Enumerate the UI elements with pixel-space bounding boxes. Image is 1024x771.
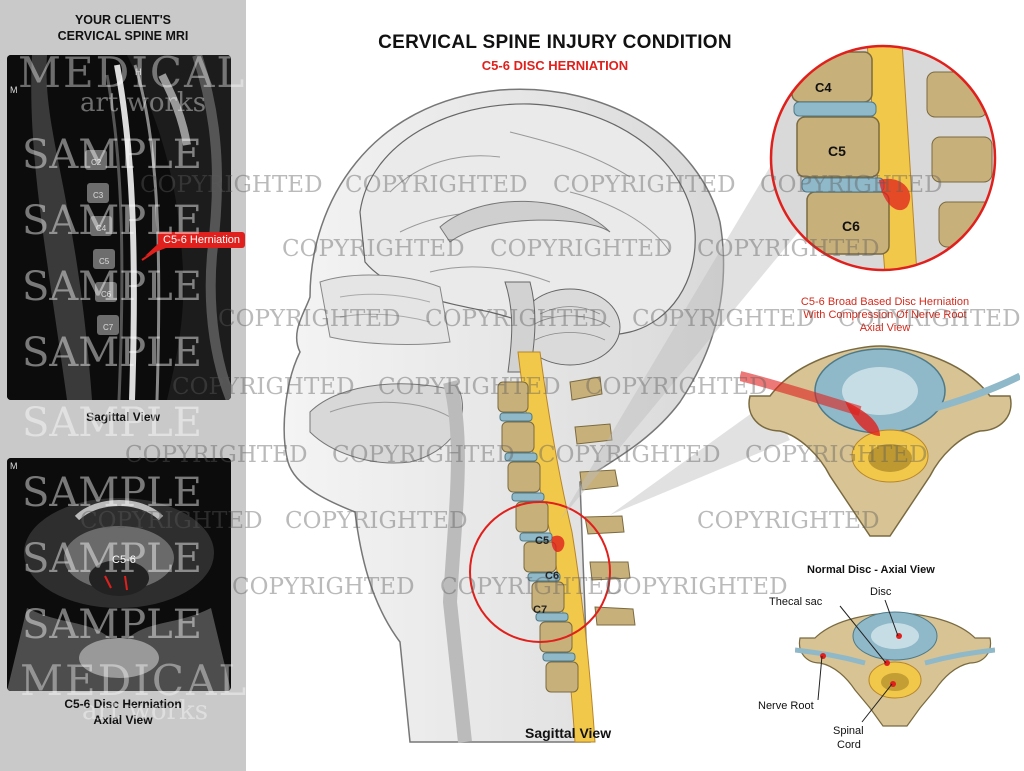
mri-axial-caption-line2: Axial View — [93, 713, 153, 727]
axial-herniation-title: C5-6 Broad Based Disc Herniation With Co… — [760, 296, 1010, 335]
sagittal-view-caption: Sagittal View — [525, 725, 612, 741]
spine-label-c6: C6 — [545, 570, 560, 582]
mri-label-c2: C2 — [91, 158, 102, 167]
mri-sagittal-caption: Sagittal View — [86, 410, 160, 424]
zoom-detail-circle — [769, 44, 997, 272]
mri-label-c7: C7 — [103, 323, 114, 332]
normal-axial-title: Normal Disc - Axial View — [807, 564, 935, 576]
mri-panel-title-line1: YOUR CLIENT'S — [74, 13, 172, 27]
mri-axial-level-label: C5-6 — [112, 554, 136, 566]
axial-herniation-title-line1: C5-6 Broad Based Disc Herniation — [800, 296, 970, 308]
zoom-label-c5: C5 — [828, 143, 846, 159]
mri-axial-caption-line1: C5-6 Disc Herniation — [64, 697, 182, 711]
axial-herniation-illustration — [740, 345, 1020, 537]
normal-disc-label: Disc — [870, 586, 892, 598]
spine-label-c5: C5 — [535, 535, 550, 547]
zoom-label-c6: C6 — [842, 218, 860, 234]
mri-label-c3: C3 — [93, 191, 104, 200]
mri-axial-graphic — [7, 458, 231, 691]
nerve-root-label: Nerve Root — [758, 700, 814, 712]
mri-sagittal-image: C2 C3 C4 C5 C6 C7 M H — [7, 55, 231, 400]
page-subtitle: C5-6 DISC HERNIATION — [481, 58, 629, 73]
mri-label-c6: C6 — [101, 290, 112, 299]
spinal-cord-label-line2: Cord — [837, 739, 861, 751]
mri-corner-label: M — [10, 85, 18, 95]
sagittal-head-illustration — [283, 88, 725, 743]
axial-herniation-title-line3: Axial View — [859, 322, 911, 334]
mri-panel-title-line2: CERVICAL SPINE MRI — [57, 29, 189, 43]
mri-axial-corner-label: M — [10, 461, 18, 471]
mri-axial-image: M C5-6 — [7, 458, 231, 691]
zoom-label-c4: C4 — [815, 80, 832, 95]
herniation-callout: C5-6 Herniation — [158, 232, 246, 248]
mri-sagittal-graphic — [7, 55, 231, 400]
spinal-cord-label-line1: Spinal — [833, 725, 864, 737]
herniation-callout-pointer — [145, 242, 166, 256]
page-title: CERVICAL SPINE INJURY CONDITION — [378, 32, 732, 53]
mri-label-c4: C4 — [96, 224, 107, 233]
axial-herniation-title-line2: With Compression Of Nerve Root — [803, 309, 967, 321]
spine-label-c7: C7 — [533, 604, 548, 616]
mri-label-c5: C5 — [99, 257, 110, 266]
mri-corner-label-h: H — [135, 67, 142, 77]
left-panel: YOUR CLIENT'S CERVICAL SPINE MRI — [0, 0, 246, 771]
thecal-sac-label: Thecal sac — [769, 596, 823, 608]
